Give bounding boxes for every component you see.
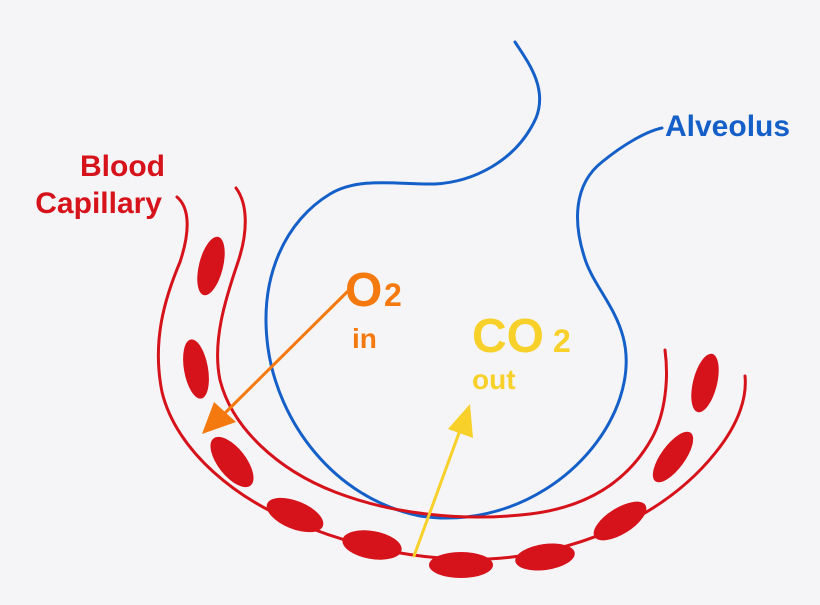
co2-symbol: CO [472, 310, 544, 363]
co2-arrowhead [448, 404, 473, 438]
blood-capillary-label-line2: Capillary [35, 187, 162, 220]
co2-direction-label: out [472, 364, 516, 395]
o2-symbol: O [345, 264, 382, 317]
o2-subscript: 2 [384, 277, 402, 313]
red-blood-cell [183, 339, 209, 399]
co2-subscript: 2 [553, 323, 571, 359]
red-blood-cell [429, 552, 493, 578]
co2-arrow-shaft [412, 431, 461, 558]
o2-direction-label: in [352, 323, 377, 354]
red-blood-cell [197, 236, 225, 296]
red-blood-cell [210, 436, 254, 488]
red-blood-cell [652, 431, 694, 483]
red-blood-cell [342, 530, 402, 560]
red-blood-cell [266, 497, 324, 533]
blood-capillary-label-line1: Blood [80, 150, 165, 183]
red-blood-cell [593, 501, 647, 541]
o2-arrowhead [202, 402, 236, 434]
capillary-inner-wall [216, 186, 668, 519]
alveolus-label: Alveolus [665, 110, 790, 143]
o2-arrow-shaft [224, 290, 349, 414]
red-blood-cell [691, 353, 719, 413]
red-blood-cell [515, 543, 575, 571]
capillary-outer-wall [156, 195, 747, 561]
alveolus-wall [264, 40, 664, 520]
red-blood-cells [183, 236, 719, 578]
